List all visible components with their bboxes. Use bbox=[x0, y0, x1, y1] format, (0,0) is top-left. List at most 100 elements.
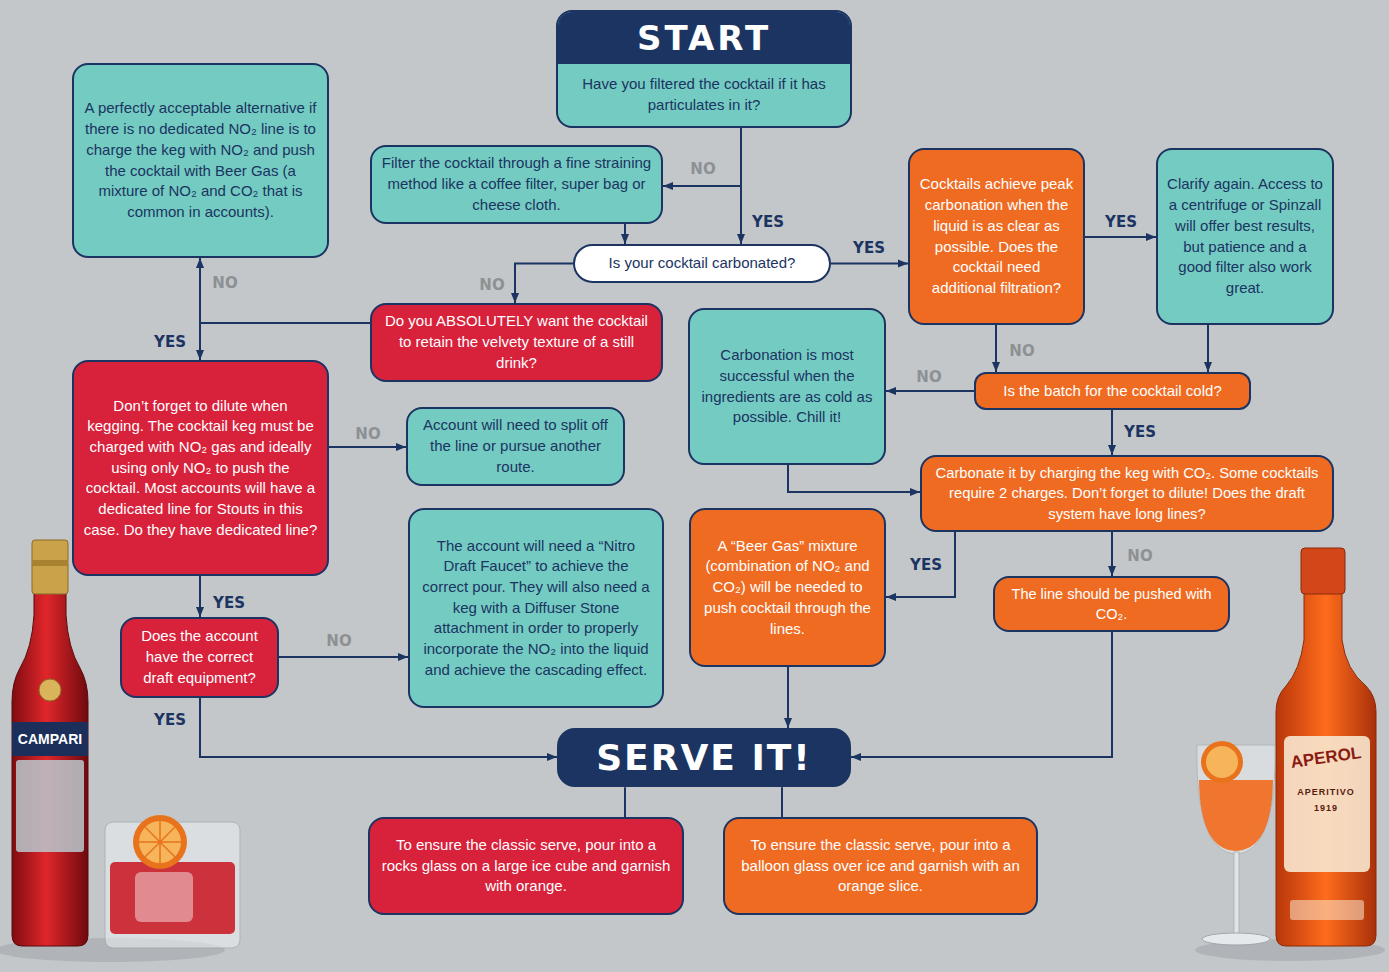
process-box: Account will need to split off the line … bbox=[406, 407, 625, 486]
decision-box: Is the batch for the cocktail cold? bbox=[974, 372, 1251, 410]
edge-label: YES bbox=[851, 239, 887, 257]
box-text: Does the account have the correct draft … bbox=[131, 626, 268, 688]
bottle-cap bbox=[1301, 548, 1345, 594]
box-heading: START bbox=[558, 12, 850, 64]
edge-label: YES bbox=[1122, 423, 1158, 441]
aperol-bottle bbox=[1276, 592, 1376, 946]
edge-label: NO bbox=[210, 274, 239, 292]
connector bbox=[788, 465, 920, 492]
box-text: The line should be pushed with CO₂. bbox=[1004, 584, 1219, 624]
edge-label: YES bbox=[211, 594, 247, 612]
start-box: STARTHave you filtered the cocktail if i… bbox=[556, 10, 852, 128]
box-text: Is the batch for the cocktail cold? bbox=[986, 381, 1239, 402]
connector bbox=[329, 446, 406, 448]
connector bbox=[663, 128, 741, 186]
connector bbox=[199, 576, 201, 617]
connector bbox=[1111, 532, 1113, 576]
box-text: Carbonate it by charging the keg with CO… bbox=[931, 463, 1323, 524]
glass-stem bbox=[1234, 852, 1239, 936]
process-box: A perfectly acceptable alternative if th… bbox=[72, 63, 329, 258]
edge-label: YES bbox=[750, 213, 786, 231]
glass-base bbox=[1202, 933, 1270, 945]
bottle-label-text: CAMPARI bbox=[18, 731, 82, 747]
connector bbox=[787, 667, 789, 728]
process-box: The line should be pushed with CO₂. bbox=[993, 576, 1230, 632]
box-text: A “Beer Gas” mixture (combination of NO₂… bbox=[700, 536, 875, 639]
spritz-liquid bbox=[1199, 780, 1273, 851]
connector bbox=[200, 258, 370, 323]
box-text: Is your cocktail carbonated? bbox=[587, 253, 817, 274]
orange-slice bbox=[1201, 741, 1243, 783]
connector bbox=[624, 787, 626, 817]
connector bbox=[886, 532, 955, 597]
box-text: To ensure the classic serve, pour into a… bbox=[379, 835, 673, 897]
decision-box: Don’t forget to dilute when kegging. The… bbox=[72, 360, 329, 576]
connector bbox=[781, 787, 783, 817]
connector bbox=[1207, 325, 1209, 372]
process-box: A “Beer Gas” mixture (combination of NO₂… bbox=[689, 508, 886, 667]
connector bbox=[200, 323, 370, 360]
orange-slice bbox=[133, 815, 187, 869]
box-text: Account will need to split off the line … bbox=[417, 415, 614, 477]
bottle-label-text: APERITIVO bbox=[1297, 787, 1355, 797]
box-text: Do you ABSOLUTELY want the cocktail to r… bbox=[381, 311, 652, 373]
serve-box: To ensure the classic serve, pour into a… bbox=[368, 817, 684, 915]
connector bbox=[831, 263, 908, 265]
serve-box: To ensure the classic serve, pour into a… bbox=[723, 817, 1038, 915]
connector bbox=[624, 224, 626, 244]
edge-label: YES bbox=[1103, 213, 1139, 231]
connector bbox=[515, 264, 573, 304]
edge-label: NO bbox=[688, 160, 717, 178]
process-box: Carbonation is most successful when the … bbox=[688, 308, 886, 465]
campari-bottle bbox=[12, 590, 88, 946]
bottle-lower-label bbox=[1290, 900, 1364, 920]
box-text: Cocktails achieve peak carbonation when … bbox=[919, 174, 1074, 298]
edge-label: NO bbox=[1007, 342, 1036, 360]
box-text: Carbonation is most successful when the … bbox=[699, 345, 875, 428]
connector bbox=[995, 325, 997, 372]
balloon-glass bbox=[1197, 745, 1275, 854]
bottle-label bbox=[1284, 736, 1370, 872]
orange-flesh bbox=[1206, 746, 1238, 778]
process-box: Clarify again. Access to a centrifuge or… bbox=[1156, 148, 1334, 325]
bottle-label-text: APEROL bbox=[1290, 743, 1363, 773]
box-text: The account will need a “Nitro Draft Fau… bbox=[419, 536, 653, 681]
glass-liquid bbox=[110, 862, 235, 934]
decision-box: Carbonate it by charging the keg with CO… bbox=[920, 455, 1334, 532]
box-heading: SERVE IT! bbox=[568, 736, 840, 779]
decision-pill: Is your cocktail carbonated? bbox=[573, 244, 831, 283]
edge-label: NO bbox=[324, 632, 353, 650]
connector bbox=[886, 390, 974, 392]
box-text: Have you filtered the cocktail if it has… bbox=[558, 64, 850, 126]
decision-box: Cocktails achieve peak carbonation when … bbox=[908, 148, 1085, 325]
rocks-glass bbox=[105, 822, 240, 948]
box-text: A perfectly acceptable alternative if th… bbox=[83, 98, 318, 222]
bottle-cap bbox=[32, 540, 68, 594]
connector bbox=[1085, 236, 1156, 238]
edge-label: NO bbox=[477, 276, 506, 294]
connector bbox=[1111, 410, 1113, 455]
bottle-label-band bbox=[12, 722, 88, 756]
edge-label: YES bbox=[908, 556, 944, 574]
edge-label: NO bbox=[353, 425, 382, 443]
edge-label: NO bbox=[1125, 547, 1154, 565]
box-text: Don’t forget to dilute when kegging. The… bbox=[83, 396, 318, 541]
bottle-label-text: 1919 bbox=[1314, 803, 1338, 813]
box-text: Clarify again. Access to a centrifuge or… bbox=[1167, 174, 1323, 298]
connector bbox=[279, 656, 408, 658]
bottle-label bbox=[16, 760, 84, 852]
process-box: The account will need a “Nitro Draft Fau… bbox=[408, 508, 664, 708]
end-box: SERVE IT! bbox=[557, 728, 851, 787]
orange-segments bbox=[139, 821, 181, 863]
decision-box: Do you ABSOLUTELY want the cocktail to r… bbox=[370, 303, 663, 382]
box-text: Filter the cocktail through a fine strai… bbox=[381, 153, 652, 215]
edge-label: YES bbox=[152, 333, 188, 351]
box-text: To ensure the classic serve, pour into a… bbox=[734, 835, 1027, 897]
process-box: Filter the cocktail through a fine strai… bbox=[370, 145, 663, 224]
edge-label: NO bbox=[914, 368, 943, 386]
orange-flesh bbox=[139, 821, 181, 863]
edge-label: YES bbox=[152, 711, 188, 729]
decision-box: Does the account have the correct draft … bbox=[120, 617, 279, 698]
